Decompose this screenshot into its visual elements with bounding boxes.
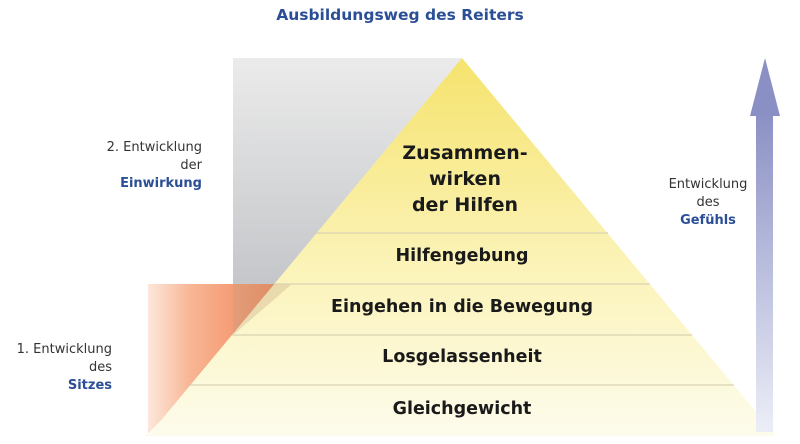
label-gefuehl-line1: Entwicklung [668,177,748,192]
label-einwirkung-line: 2. Entwicklung der [106,140,202,173]
level-gleichgewicht: Gleichgewicht [392,399,532,419]
level-top-line: wirken [429,168,501,190]
label-sitz: 1. Entwicklung des Sitzes [0,341,112,395]
overlap-shade [233,284,292,335]
arrow-head [750,58,780,116]
level-zusammenwirken: Zusammen- wirken der Hilfen [370,140,560,218]
diagram-title: Ausbildungsweg des Reiters [276,6,524,24]
label-gefuehl-emph: Gefühls [680,213,736,228]
level-eingehen: Eingehen in die Bewegung [331,297,593,317]
label-gefuehl-line2: des [696,195,720,210]
level-top-line: Zusammen- [402,142,528,164]
level-losgelassenheit: Losgelassenheit [382,347,542,367]
arrow-shaft [756,112,773,432]
level-hilfengebung: Hilfengebung [395,246,529,266]
label-sitz-line: 1. Entwicklung des [16,342,112,375]
label-einwirkung: 2. Entwicklung der Einwirkung [86,139,202,193]
level-top-line: der Hilfen [411,194,519,216]
label-sitz-emph: Sitzes [67,378,112,393]
pyramid [148,58,776,436]
label-gefuehl: Entwicklung des Gefühls [658,176,758,230]
label-einwirkung-emph: Einwirkung [120,176,202,191]
